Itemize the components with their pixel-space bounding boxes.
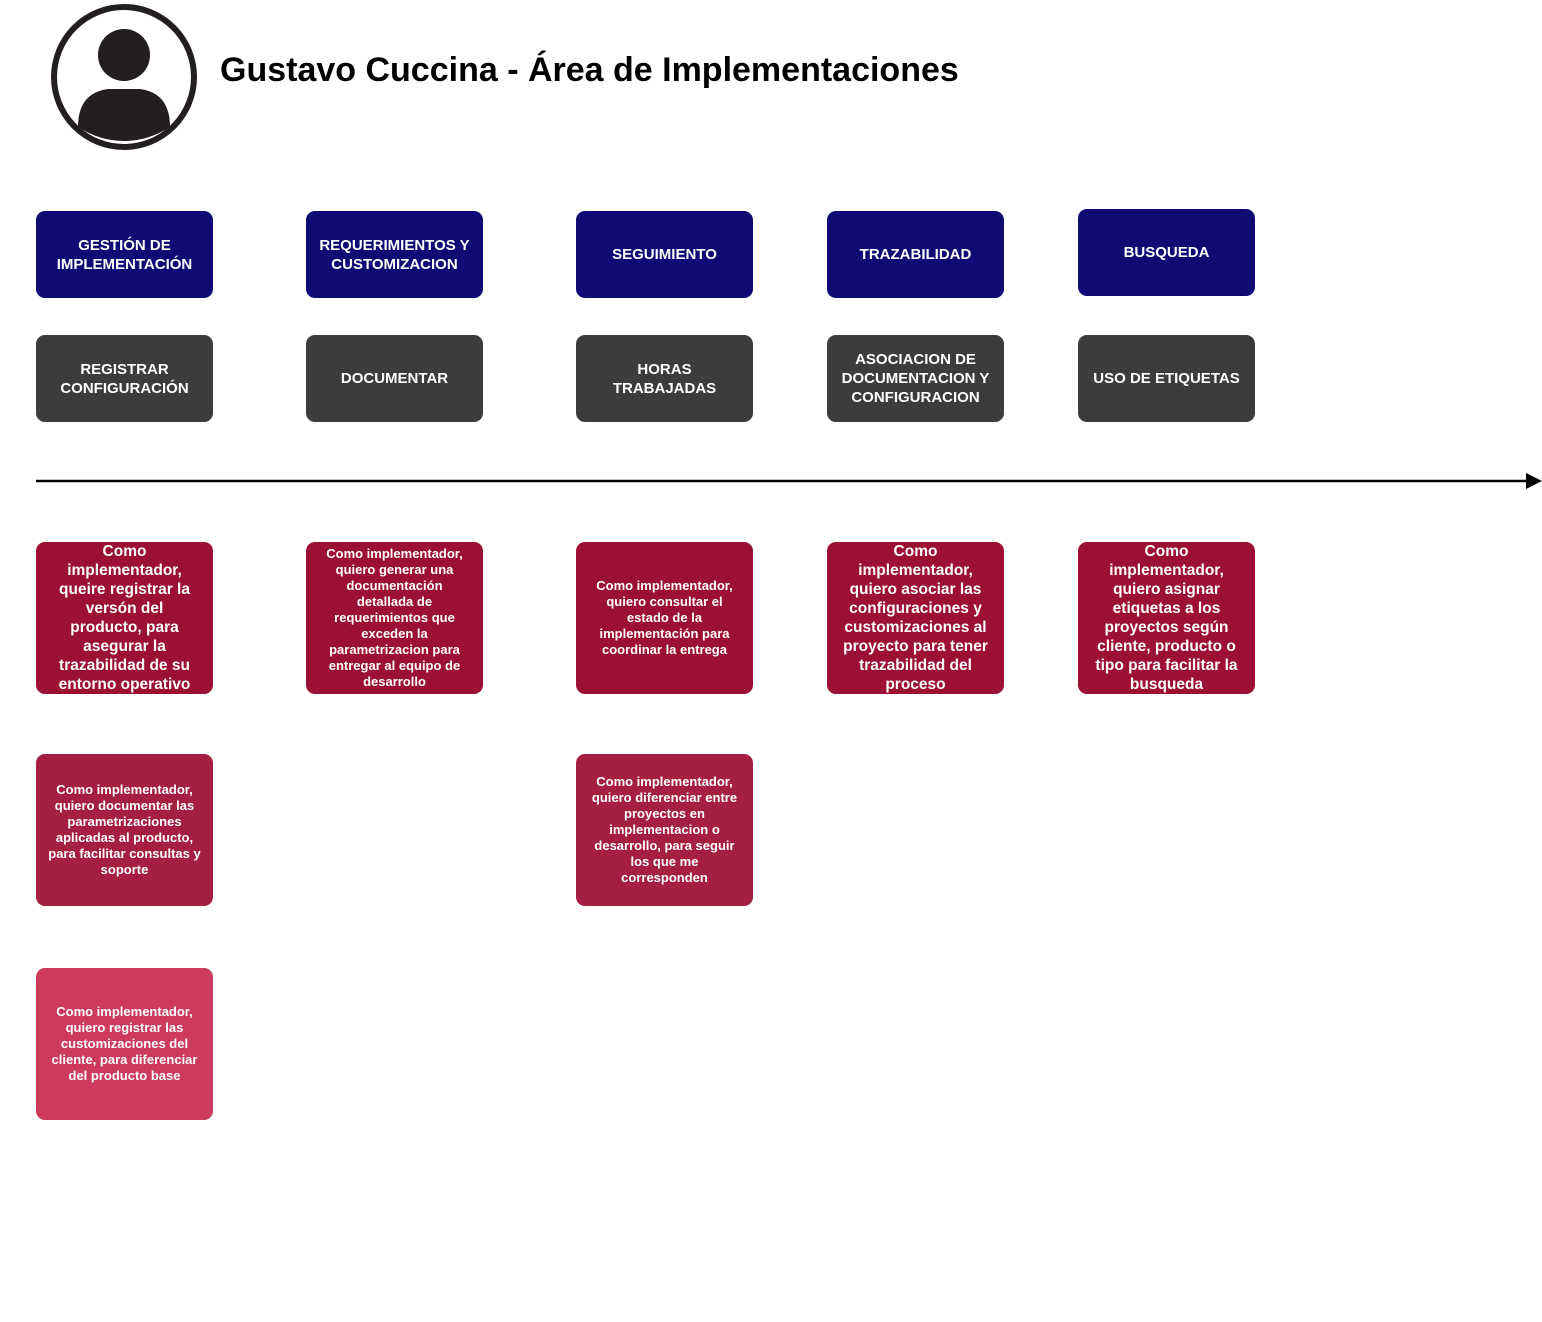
user-story-text: Como implementador, quiero generar una d… xyxy=(326,546,463,689)
feature-label: DOCUMENTAR xyxy=(340,370,449,387)
user-story-text: Como implementador, quiero registrar las… xyxy=(51,1004,198,1083)
user-story-text: Como implementador, quiero asignar etiqu… xyxy=(1095,543,1238,693)
user-story-text: Como implementador, quiero asociar las c… xyxy=(843,543,988,693)
user-story-card[interactable]: Como implementador, quiero diferenciar e… xyxy=(576,754,753,906)
feature-label: ASOCIACION DE DOCUMENTACION Y CONFIGURAC… xyxy=(841,351,990,406)
feature-label: REGISTRAR CONFIGURACIÓN xyxy=(60,360,189,397)
user-story-text: Como implementador, quiero diferenciar e… xyxy=(591,774,738,885)
feature-card[interactable]: ASOCIACION DE DOCUMENTACION Y CONFIGURAC… xyxy=(827,335,1004,422)
epic-label: SEGUIMIENTO xyxy=(612,246,717,263)
epic-label: BUSQUEDA xyxy=(1123,244,1210,261)
feature-card[interactable]: DOCUMENTAR xyxy=(306,335,483,422)
feature-card[interactable]: HORAS TRABAJADAS xyxy=(576,335,753,422)
epic-card[interactable]: SEGUIMIENTO xyxy=(576,211,753,298)
epic-label: REQUERIMIENTOS Y CUSTOMIZACION xyxy=(319,236,470,273)
page-title: Gustavo Cuccina - Área de Implementacion… xyxy=(220,51,959,89)
epic-card[interactable]: TRAZABILIDAD xyxy=(827,211,1004,298)
user-story-card[interactable]: Como implementador, quiero consultar el … xyxy=(576,542,753,694)
feature-card[interactable]: USO DE ETIQUETAS xyxy=(1078,335,1255,422)
user-story-card[interactable]: Como implementador, queire registrar la … xyxy=(36,542,213,694)
feature-card[interactable]: REGISTRAR CONFIGURACIÓN xyxy=(36,335,213,422)
user-story-text: Como implementador, quiero consultar el … xyxy=(596,578,733,657)
user-story-card[interactable]: Como implementador, quiero generar una d… xyxy=(306,542,483,694)
user-story-text: Como implementador, quiero documentar la… xyxy=(48,782,201,877)
epic-card[interactable]: GESTIÓN DE IMPLEMENTACIÓN xyxy=(36,211,213,298)
user-story-card[interactable]: Como implementador, quiero registrar las… xyxy=(36,968,213,1120)
feature-label: USO DE ETIQUETAS xyxy=(1093,370,1240,387)
epic-label: GESTIÓN DE IMPLEMENTACIÓN xyxy=(56,236,193,273)
epic-card[interactable]: REQUERIMIENTOS Y CUSTOMIZACION xyxy=(306,211,483,298)
user-story-card[interactable]: Como implementador, quiero documentar la… xyxy=(36,754,213,906)
user-story-card[interactable]: Como implementador, quiero asignar etiqu… xyxy=(1078,542,1255,694)
epic-label: TRAZABILIDAD xyxy=(859,246,972,263)
timeline-arrow xyxy=(36,473,1542,489)
epic-card[interactable]: BUSQUEDA xyxy=(1078,209,1255,296)
user-story-text: Como implementador, queire registrar la … xyxy=(58,543,191,693)
user-story-card[interactable]: Como implementador, quiero asociar las c… xyxy=(827,542,1004,694)
user-avatar-icon xyxy=(51,4,197,150)
feature-label: HORAS TRABAJADAS xyxy=(612,360,717,397)
